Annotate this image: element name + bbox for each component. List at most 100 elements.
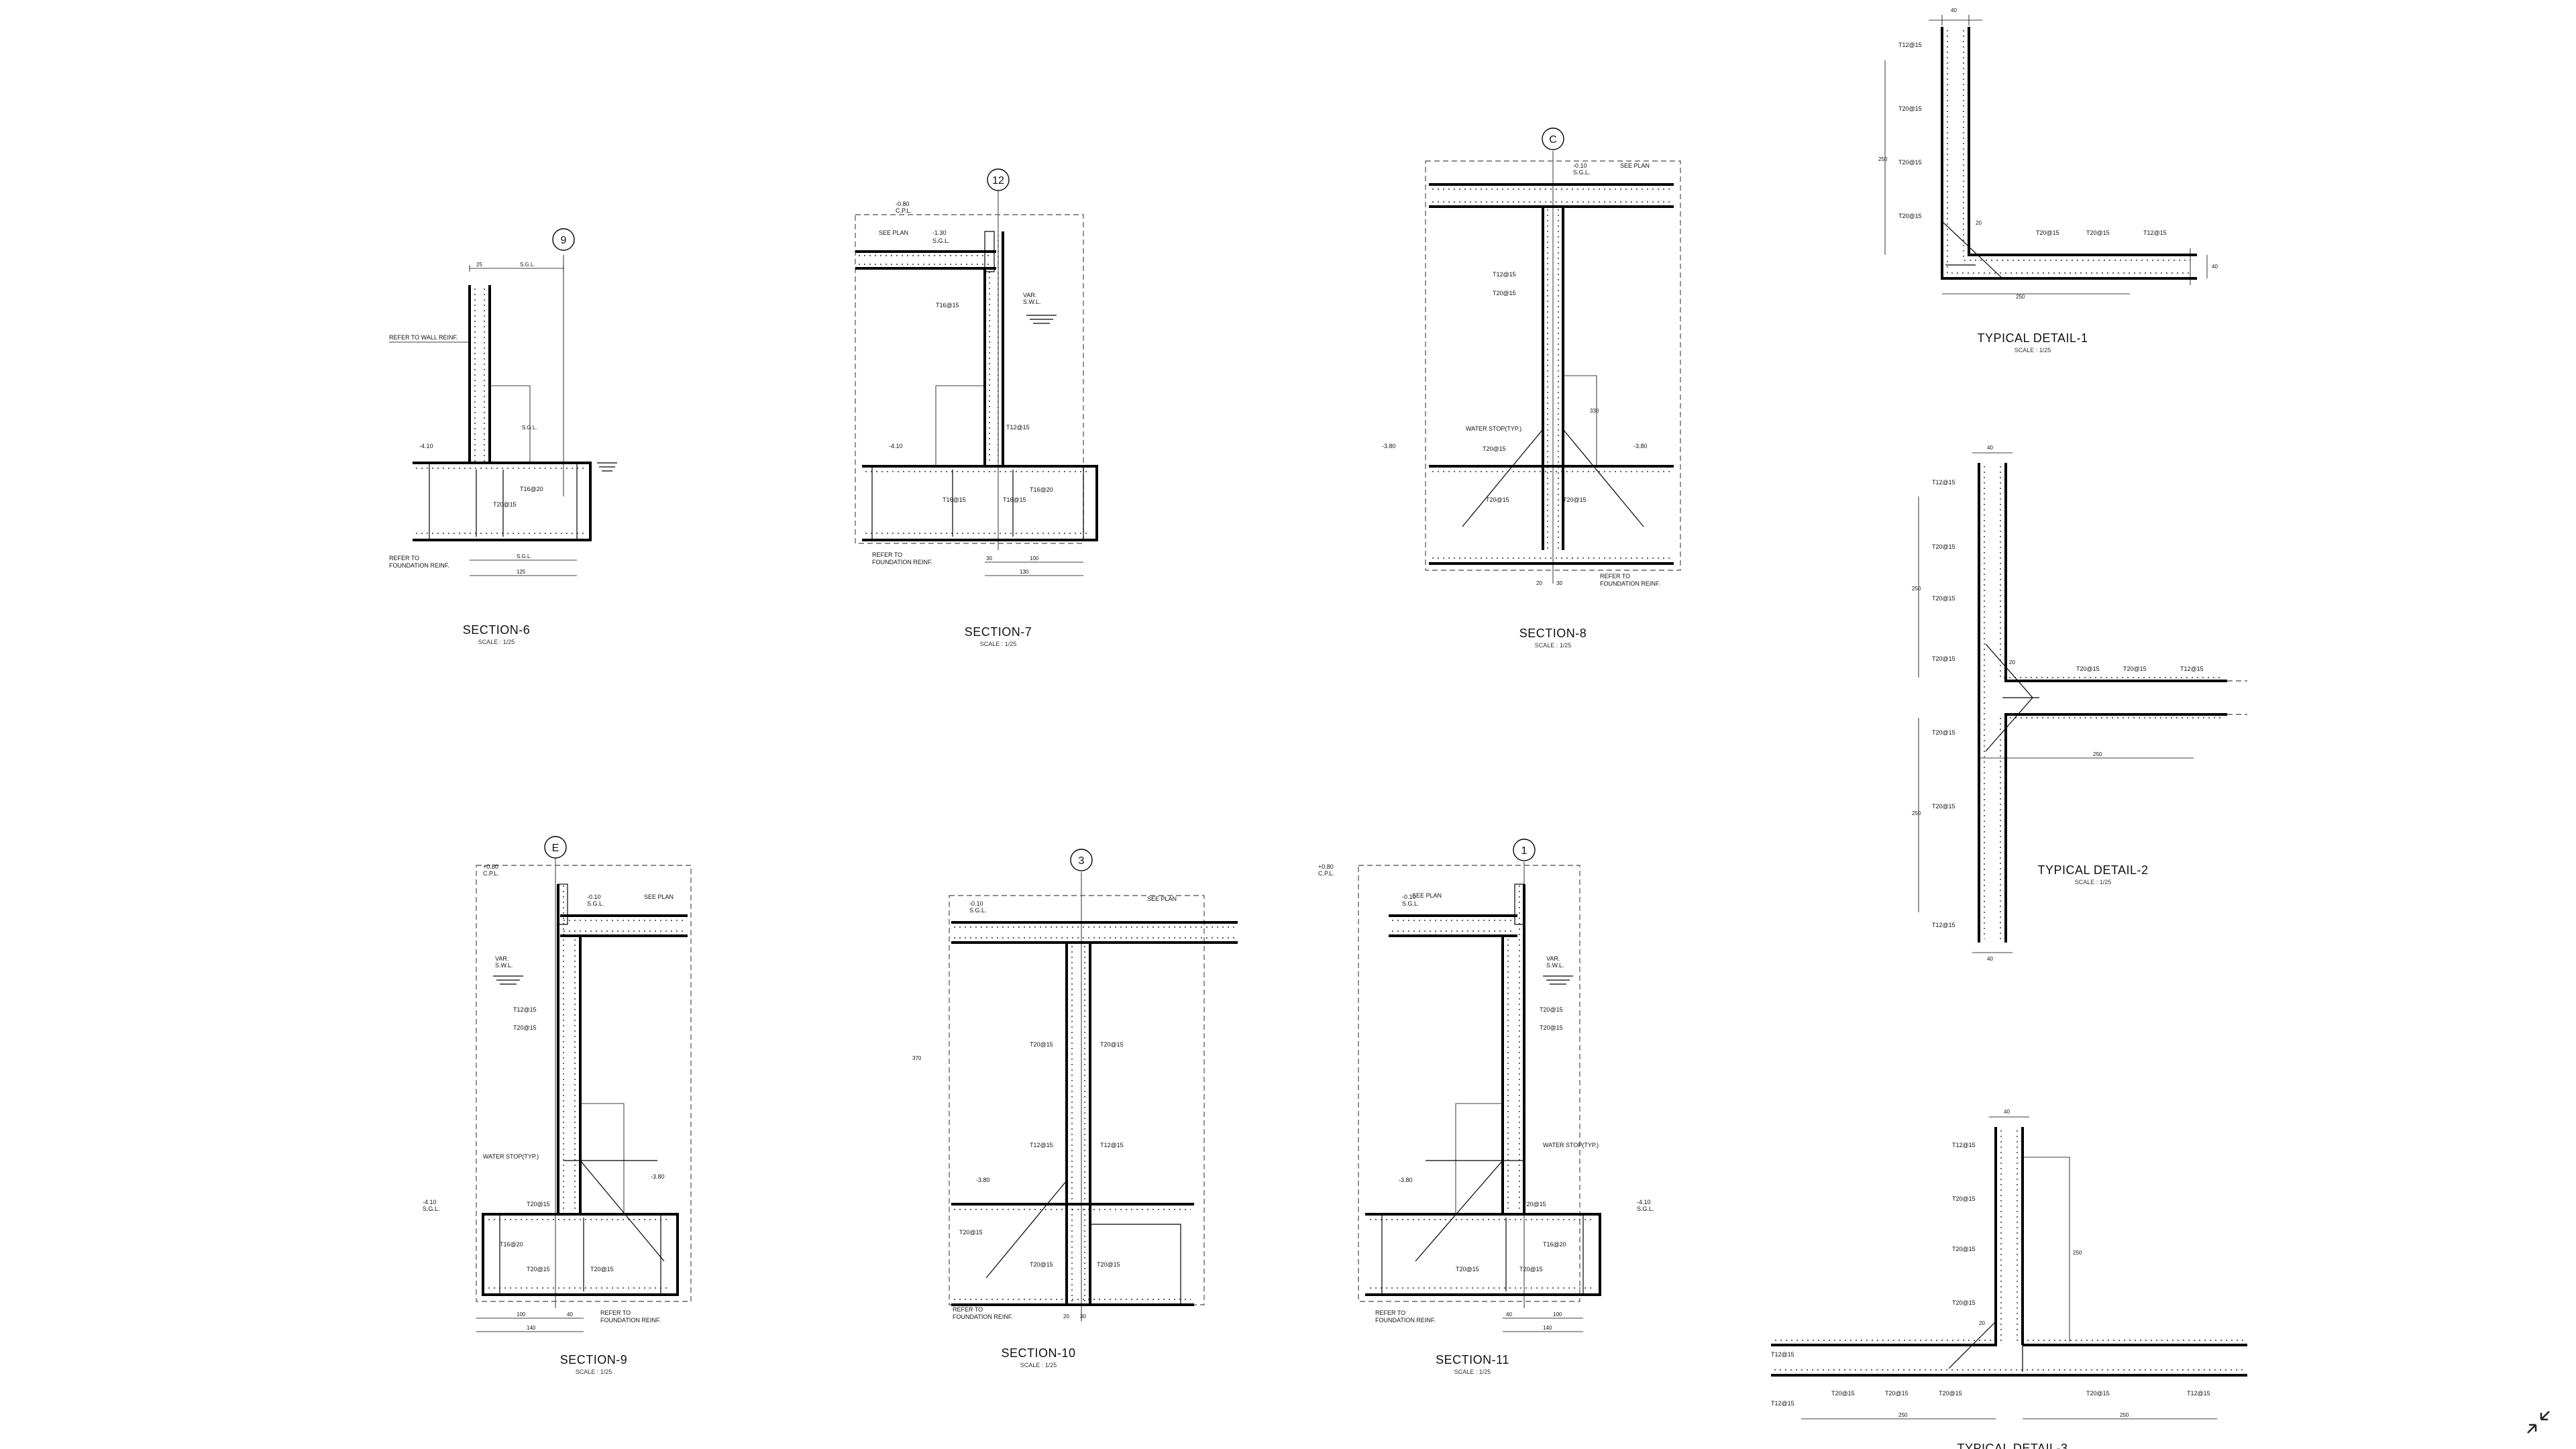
section-11: 1 +0.80 C.P.L. -0.10 S.G.L. SEE PLAN VAR… — [1318, 839, 1654, 1375]
level-text: +0.80 — [483, 863, 498, 870]
grid-bubble-label: 1 — [1521, 845, 1527, 857]
section-title: SECTION-11 — [1436, 1353, 1509, 1366]
dim-text: 250 — [1878, 156, 1888, 162]
level-text: -3.80 — [651, 1173, 665, 1180]
dim-text: S.G.L. — [517, 553, 532, 559]
rebar-label: T20@15 — [527, 1266, 550, 1273]
level-text: -3.80 — [1382, 443, 1396, 449]
section-title: SECTION-7 — [965, 625, 1032, 639]
rebar-label: T20@15 — [1486, 496, 1509, 503]
dim-text: S.G.L. — [520, 262, 535, 268]
scale-text: SCALE : 1/25 — [1020, 1362, 1057, 1368]
rebar-label: T12@15 — [1006, 424, 1030, 431]
dim-text: 20 — [1536, 580, 1542, 586]
grid-bubble-label: 12 — [992, 175, 1004, 186]
rebar-label: T20@15 — [2123, 665, 2147, 672]
dim-text: 30 — [1080, 1313, 1086, 1320]
collapse-arrows-icon[interactable] — [2522, 1406, 2555, 1438]
rebar-label: T20@15 — [2076, 665, 2100, 672]
rebar-label: T20@15 — [1493, 290, 1516, 297]
rebar-label: T20@15 — [493, 501, 517, 508]
detail-title: TYPICAL DETAIL-3 — [1957, 1442, 2068, 1449]
scale-text: SCALE : 1/25 — [1454, 1368, 1491, 1375]
level-text: -0.80 — [896, 201, 910, 207]
dim-text: 20 — [1979, 1320, 1985, 1326]
typical-detail-3: 40 250 T12@15 T20@15 T20@15 T20@15 20 T1… — [1771, 1109, 2247, 1449]
rebar-label: T20@15 — [527, 1201, 550, 1208]
rebar-label: T12@15 — [1771, 1351, 1794, 1358]
note-text: REFER TO — [1600, 573, 1630, 580]
level-text: -3.80 — [1633, 443, 1648, 449]
section-title: SECTION-8 — [1519, 627, 1587, 640]
dim-text: 40 — [1506, 1311, 1512, 1318]
note-text: FOUNDATION REINF. — [600, 1317, 661, 1324]
rebar-label: T20@15 — [1952, 1299, 1976, 1306]
level-text: -3.80 — [1399, 1177, 1413, 1183]
rebar-label: T20@15 — [1932, 803, 1955, 810]
rebar-label: T20@15 — [513, 1024, 537, 1031]
rebar-label: T16@15 — [1003, 496, 1026, 503]
rebar-label: T20@15 — [1523, 1201, 1546, 1208]
rebar-label: T16@20 — [1030, 486, 1053, 493]
rebar-label: T12@15 — [1898, 42, 1922, 48]
detail-title: TYPICAL DETAIL-2 — [2037, 863, 2148, 877]
note-text: FOUNDATION REINF. — [872, 559, 932, 566]
rebar-label: T20@15 — [1898, 213, 1922, 219]
rebar-label: T20@15 — [1898, 105, 1922, 112]
note-text: WATER STOP(TYP.) — [1466, 425, 1521, 432]
note-text: FOUNDATION REINF. — [389, 562, 449, 569]
level-text: -0.10 — [1402, 894, 1416, 900]
rebar-label: T20@15 — [1898, 159, 1922, 166]
dim-text: 140 — [1543, 1325, 1552, 1331]
rebar-label: T20@15 — [1932, 595, 1955, 602]
level-text: S.G.L. — [423, 1205, 440, 1212]
level-text: S.G.L. — [1573, 169, 1591, 176]
dim-text: 140 — [527, 1325, 536, 1331]
dim-text: 30 — [986, 555, 992, 561]
level-text: S.W.L. — [1023, 299, 1041, 305]
rebar-label: T16@20 — [520, 486, 543, 492]
section-8: C -0.10 S.G.L. SEE PLAN T12@15 T20@15 33… — [1382, 127, 1681, 649]
dim-text: 250 — [2073, 1250, 2082, 1256]
level-text: -4.10 — [889, 443, 903, 449]
dim-text: 40 — [1987, 445, 1993, 451]
scale-text: SCALE : 1/25 — [576, 1368, 612, 1375]
rebar-label: T12@15 — [1932, 922, 1955, 928]
note-text: WATER STOP(TYP.) — [1543, 1142, 1599, 1148]
rebar-label: T20@15 — [1097, 1261, 1120, 1268]
note-text: SEE PLAN — [1147, 896, 1177, 902]
note-text: SEE PLAN — [1620, 162, 1650, 169]
rebar-label: T16@20 — [1543, 1241, 1566, 1248]
dim-text: 40 — [2212, 264, 2218, 270]
note-text: REFER TO — [1375, 1309, 1405, 1316]
dim-text: 250 — [1898, 1412, 1908, 1418]
rebar-label: T12@15 — [2180, 665, 2204, 672]
level-text: +0.80 — [1318, 863, 1334, 870]
note-text: FOUNDATION REINF. — [1600, 580, 1660, 587]
rebar-label: T20@15 — [2086, 229, 2110, 236]
section-6: 9 25 S.G.L. REFER TO WALL REINF. S.G.L. … — [389, 228, 617, 645]
dim-text: 40 — [567, 1311, 573, 1318]
dim-text: 20 — [1063, 1313, 1069, 1320]
rebar-label: T12@15 — [1932, 479, 1955, 486]
dim-text: 125 — [517, 569, 526, 575]
level-text: S.W.L. — [495, 962, 513, 969]
rebar-label: T20@15 — [1540, 1006, 1563, 1013]
rebar-label: T20@15 — [1885, 1390, 1909, 1397]
rebar-label: T20@15 — [959, 1229, 983, 1236]
rebar-label: T20@15 — [1456, 1266, 1479, 1273]
dim-text: 250 — [1912, 586, 1921, 592]
section-title: SECTION-6 — [463, 623, 531, 637]
rebar-label: T20@15 — [1831, 1390, 1855, 1397]
dim-text: 20 — [2009, 659, 2015, 665]
note-text: FOUNDATION REINF. — [1375, 1317, 1436, 1324]
note-text: SEE PLAN — [644, 894, 674, 900]
rebar-label: T12@15 — [513, 1006, 537, 1013]
dim-text: 130 — [1020, 569, 1029, 575]
level-text: S.G.L. — [587, 900, 604, 907]
typical-detail-1: 40 40 T12@15 T20@15 T20@15 T20@15 T20@15… — [1878, 7, 2218, 354]
level-text: S.G.L. — [932, 237, 950, 244]
level-text: -4.10 — [423, 1199, 437, 1205]
dim-text: 250 — [2016, 294, 2025, 300]
